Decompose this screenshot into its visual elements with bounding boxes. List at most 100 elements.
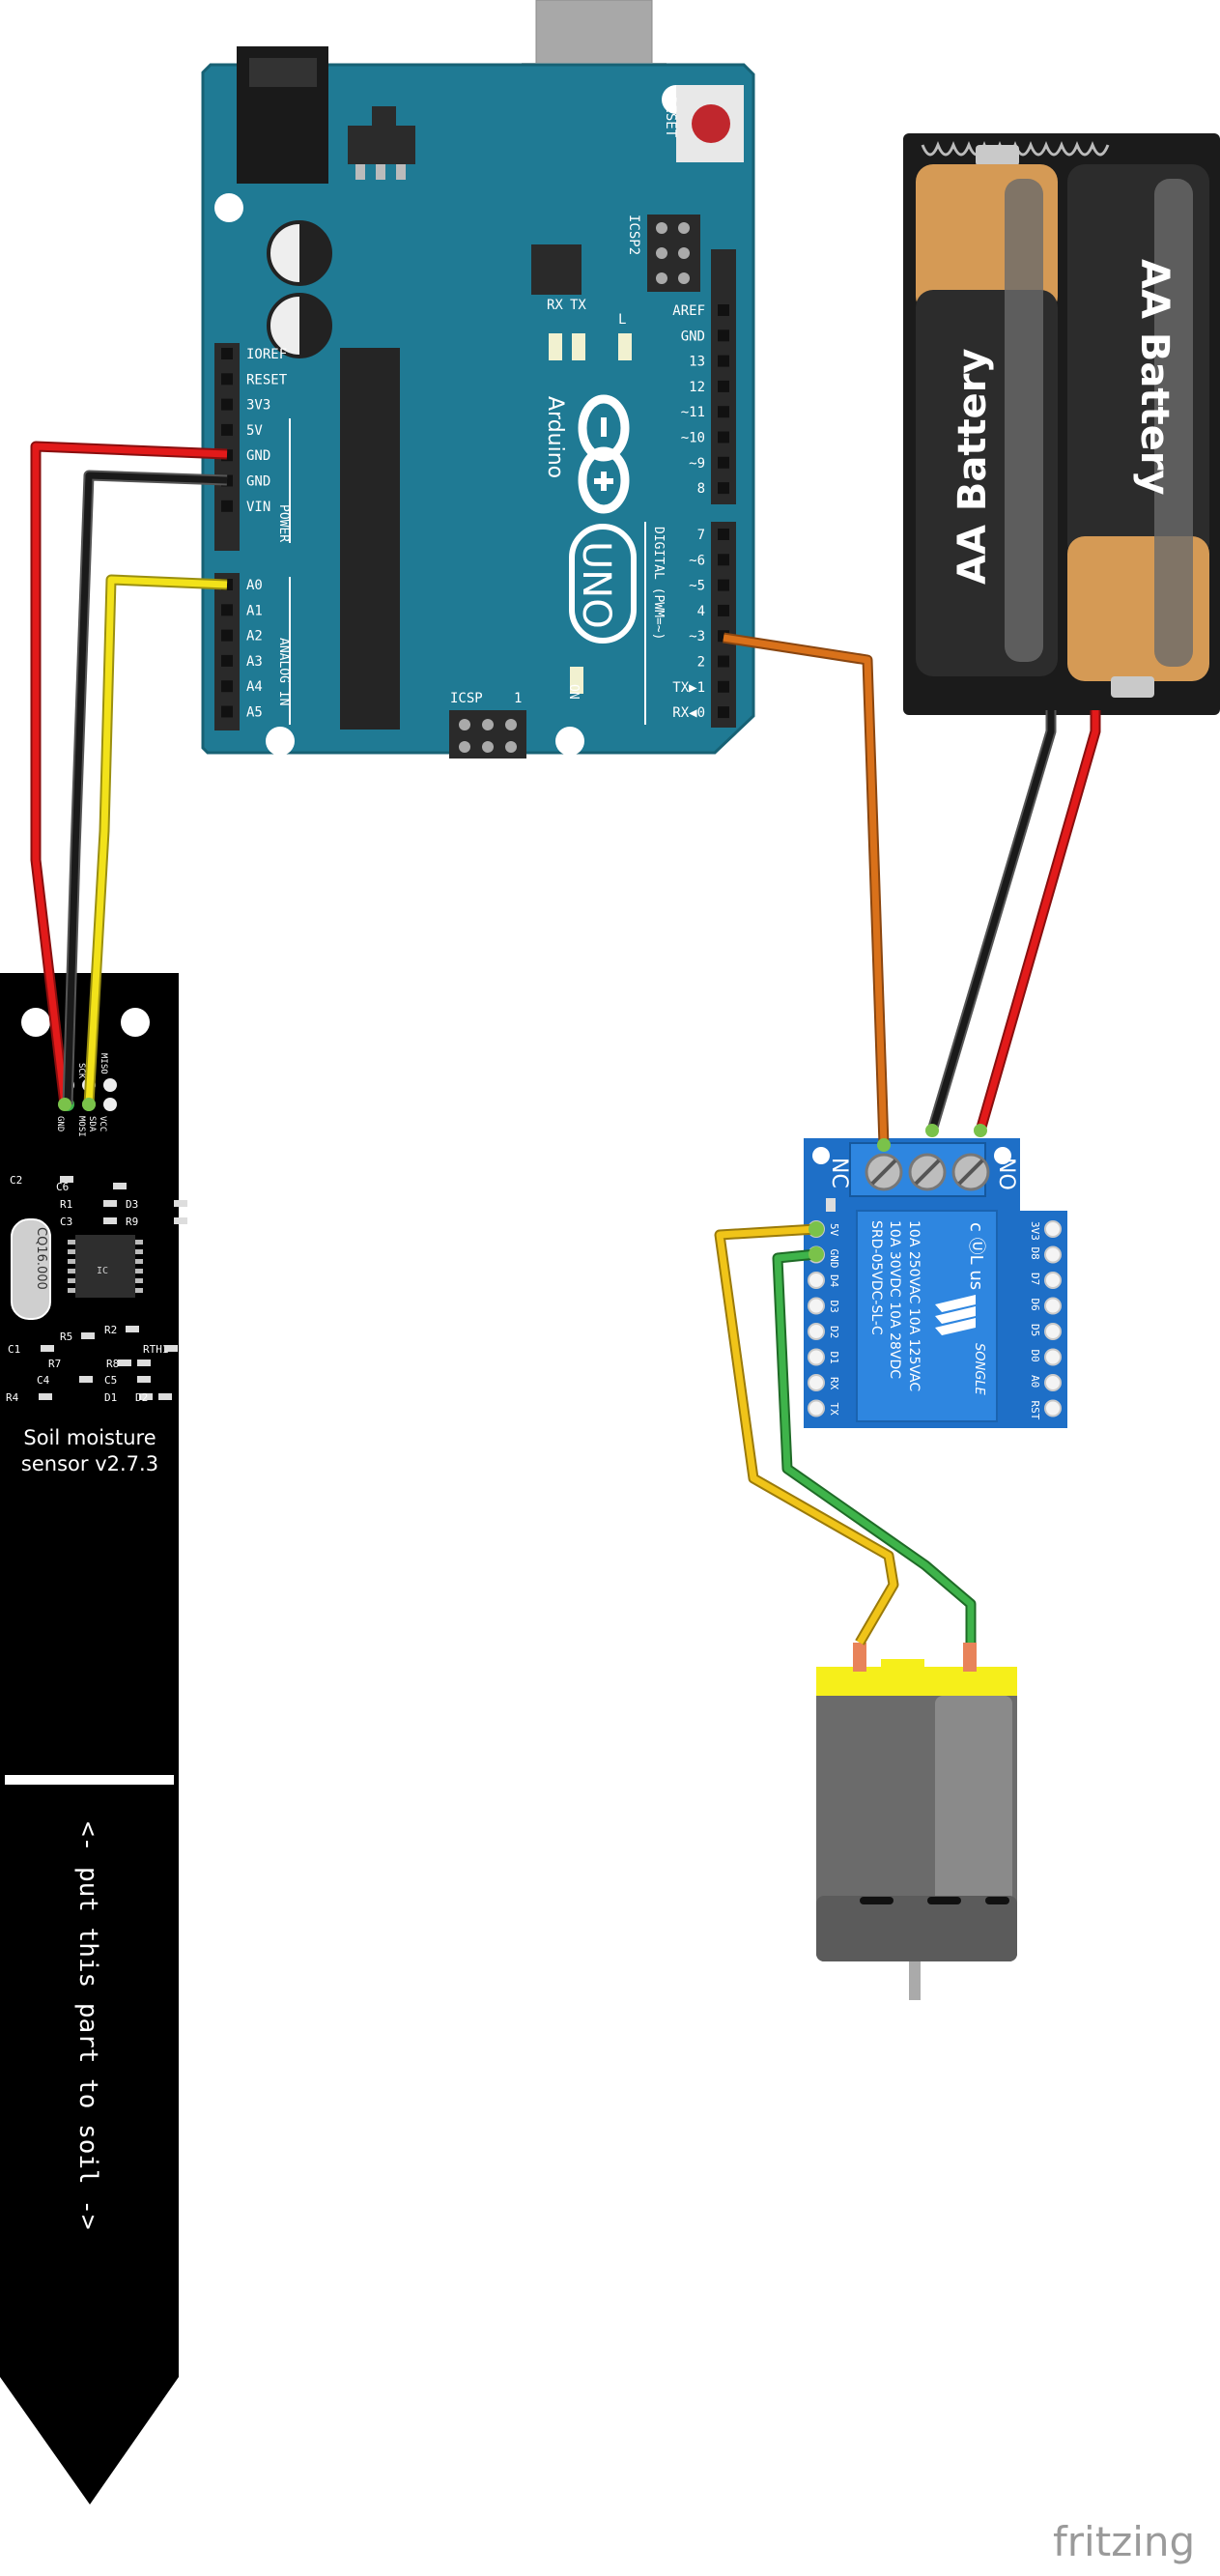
- nc-label: NC: [827, 1158, 851, 1188]
- smd-label: D3: [126, 1198, 138, 1211]
- smd-label: R7: [48, 1358, 61, 1370]
- relay-left-pin-label: D3: [828, 1301, 840, 1313]
- smd-label: D1: [104, 1391, 117, 1404]
- dc-jack-hole: [249, 58, 317, 87]
- smd-part: [113, 1183, 127, 1189]
- analog-pin-socket: [221, 654, 233, 667]
- analog-pin-socket: [221, 680, 233, 693]
- wire-d3-orange: [723, 634, 888, 1146]
- mounting-hole: [214, 193, 243, 222]
- wire-a0-yellow: [85, 576, 228, 1105]
- relay-left-pin-label: RX: [828, 1377, 840, 1390]
- digital-pin-socket: [718, 304, 729, 316]
- sensor-mounting-hole: [121, 1008, 150, 1037]
- smd-part: [158, 1393, 172, 1400]
- analog-section-label: ANALOG IN: [276, 638, 291, 705]
- relay-right-pin-label: D7: [1029, 1273, 1041, 1285]
- relay-left-pin: [808, 1323, 825, 1340]
- smd-part: [60, 1176, 73, 1183]
- wire-battery-red: [977, 710, 1099, 1131]
- digital-pin-socket: [718, 529, 729, 540]
- digital-pin-label: AREF: [672, 303, 705, 319]
- wires: [30, 441, 1101, 1646]
- power-pin-label: GND: [246, 448, 270, 464]
- digital-pin-socket: [718, 431, 729, 444]
- digital-pin-label: 2: [697, 655, 705, 671]
- digital-pin-socket: [718, 380, 729, 392]
- uno-text: UNO: [574, 541, 618, 629]
- digital-pin-socket: [718, 706, 729, 719]
- digital-pin-label: 4: [697, 604, 705, 619]
- smd-part: [103, 1200, 117, 1207]
- analog-pin-label: A1: [246, 603, 263, 618]
- aa-battery-2: AA Battery: [1067, 164, 1209, 698]
- icsp-label: ICSP: [450, 691, 483, 706]
- digital-pin-label: 13: [689, 355, 705, 370]
- relay-right-pin-label: D5: [1029, 1324, 1041, 1336]
- power-pin-socket: [221, 398, 233, 411]
- smd-label: C1: [8, 1343, 20, 1356]
- power-pin-label: VIN: [246, 500, 270, 515]
- smd-label: C4: [37, 1374, 50, 1387]
- relay-left-pin-label: GND: [828, 1249, 840, 1269]
- wire-motor-green: [774, 1250, 975, 1643]
- relay-left-pin-label: D1: [828, 1352, 840, 1364]
- ic-label: IC: [97, 1266, 108, 1276]
- smd-label: R2: [104, 1324, 117, 1336]
- digital-pin-socket: [718, 482, 729, 495]
- crystal-label: CQ16.000: [34, 1227, 48, 1290]
- relay-mounting-hole: [812, 1147, 830, 1164]
- arduino-uno-board: RESET ICSP2 RX TX L Arduino: [201, 0, 755, 758]
- pin-label-gnd: GND: [55, 1116, 65, 1131]
- rx-label: RX: [547, 298, 563, 313]
- digital-pin-socket: [718, 329, 729, 342]
- smd-part: [164, 1345, 178, 1352]
- icsp2-label: ICSP2: [626, 215, 641, 255]
- digital-pin-socket: [718, 655, 729, 668]
- smd-part: [174, 1200, 187, 1207]
- analog-pin-socket: [221, 705, 233, 718]
- analog-pin-label: A2: [246, 629, 263, 644]
- icsp-pin1-label: 1: [514, 691, 522, 706]
- smd-part: [39, 1393, 52, 1400]
- on-label: ON: [566, 684, 581, 700]
- tx-label: TX: [570, 298, 586, 313]
- l-label: L: [618, 312, 626, 328]
- smd-part: [139, 1393, 153, 1400]
- digital-pin-socket: [718, 456, 729, 469]
- power-section-label: POWER: [276, 504, 291, 542]
- power-pin-socket: [221, 373, 233, 386]
- relay-cube: [856, 1210, 998, 1422]
- motor-terminal-2: [963, 1643, 977, 1672]
- power-pin-label: GND: [246, 474, 270, 490]
- relay-right-pin: [1044, 1220, 1062, 1238]
- analog-pin-label: A3: [246, 654, 263, 670]
- digital-pin-label: ~6: [689, 553, 705, 568]
- on-led: [570, 667, 583, 694]
- pin-label-sck: SCK: [76, 1063, 86, 1079]
- power-pin-label: RESET: [246, 372, 288, 387]
- relay-cert: c ⓊL us: [966, 1222, 986, 1290]
- sensor-probe-body: [0, 973, 179, 2504]
- digital-pin-label: RX◀0: [672, 705, 705, 721]
- crystal: [11, 1218, 51, 1320]
- digital-pin-label: ~5: [689, 579, 705, 594]
- relay-brand: SONGLE: [972, 1343, 986, 1396]
- battery-1-label: AA Battery: [950, 349, 995, 586]
- digital-pin-socket: [718, 680, 729, 693]
- motor-shaft: [909, 1961, 921, 2000]
- power-pin-label: 5V: [246, 423, 263, 439]
- smd-part: [126, 1326, 139, 1332]
- digital-pin-label: GND: [681, 329, 705, 344]
- reset-button-cap: [692, 104, 730, 143]
- motor-end-cap: [816, 1667, 1017, 1696]
- relay-right-pin-label: RST: [1029, 1401, 1041, 1420]
- smd-part: [137, 1360, 151, 1366]
- power-pin-socket: [221, 500, 233, 512]
- relay-left-pin-label: D2: [828, 1326, 840, 1338]
- rx-led: [549, 333, 562, 360]
- smd-part: [41, 1345, 54, 1352]
- smd-part: [174, 1217, 187, 1224]
